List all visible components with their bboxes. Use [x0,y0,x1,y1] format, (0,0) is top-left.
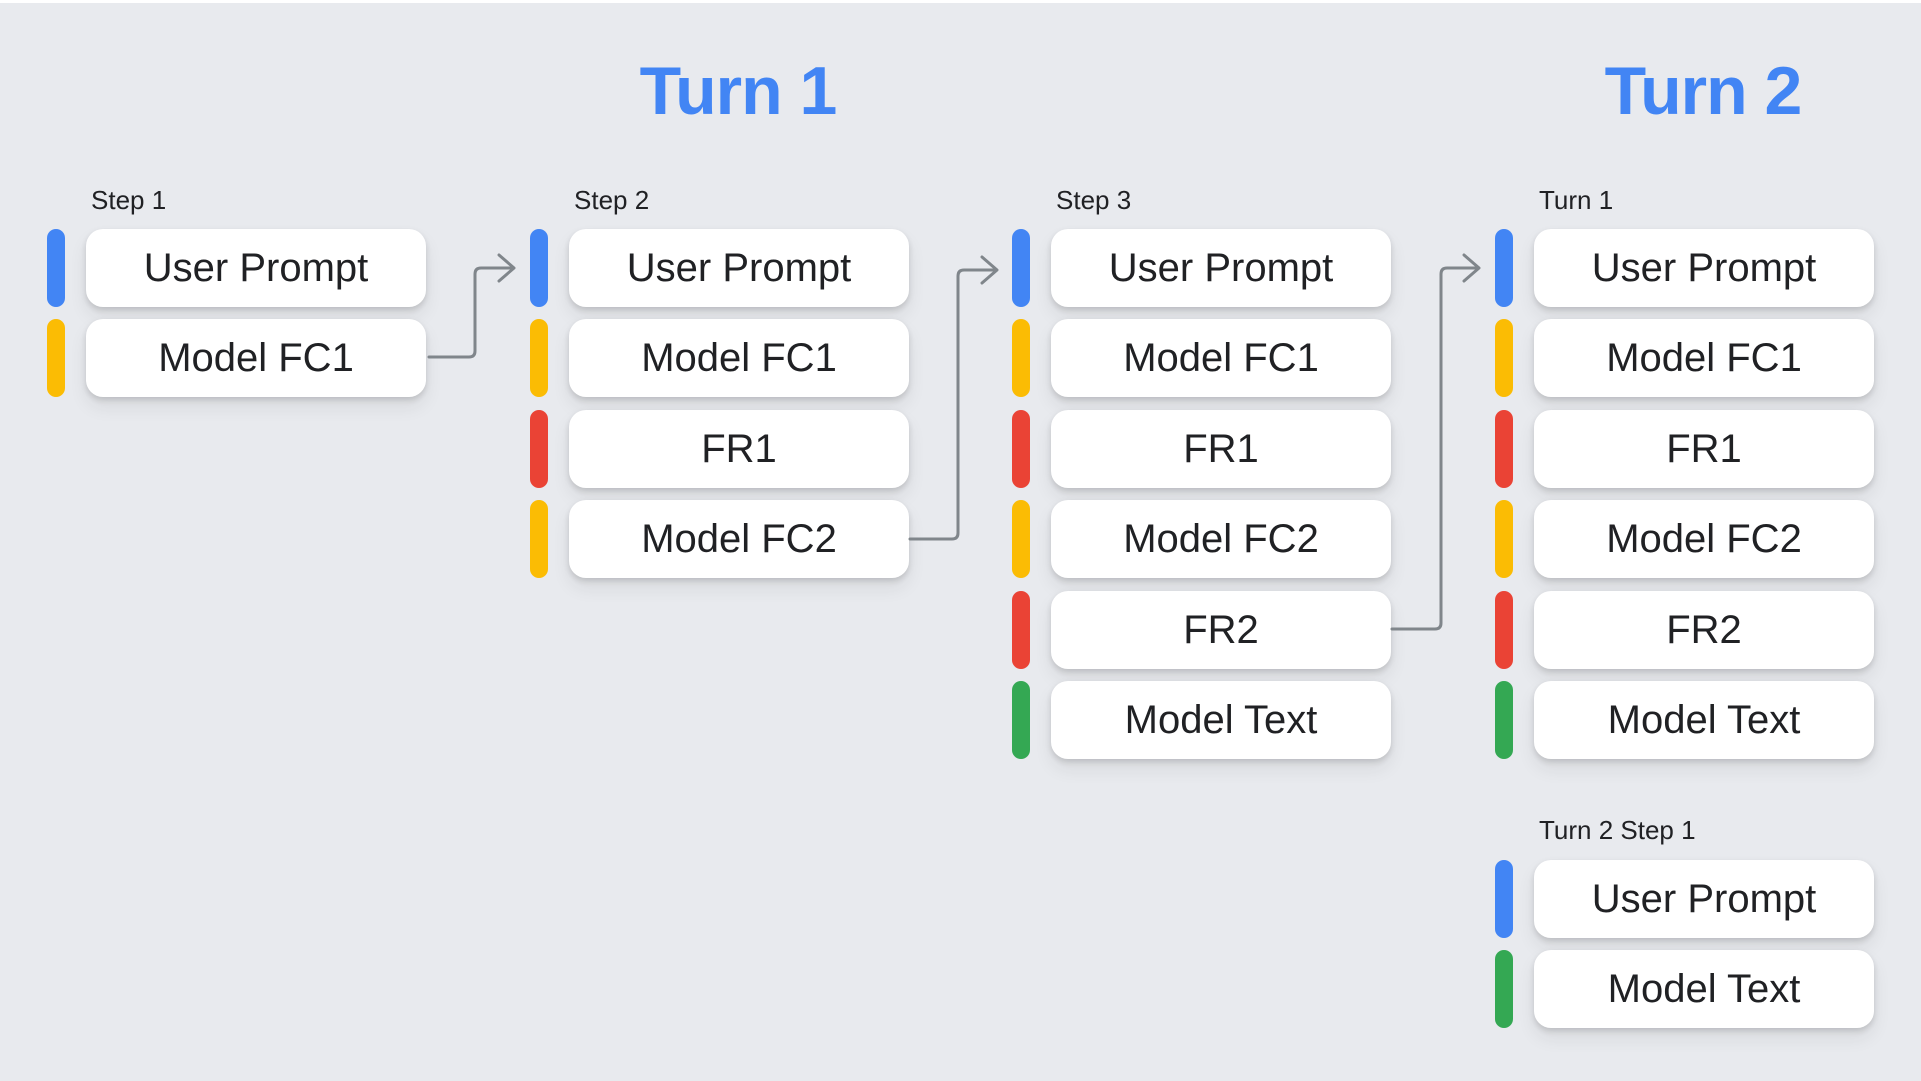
row-model-fc2: Model FC2 [1012,500,1391,578]
row-fr2: FR2 [1495,591,1874,669]
group-step3: Step 3 User Prompt Model FC1 FR1 Model F… [1012,0,1412,1081]
model-text-indicator [1495,950,1513,1028]
arrow-step1-to-step2-head [497,253,516,283]
row-fr1: FR1 [1012,410,1391,488]
model-fc-indicator [530,319,548,397]
row-model-fc1: Model FC1 [47,319,426,397]
row-model-text: Model Text [1495,950,1874,1028]
top-edge-strip [0,0,1921,3]
user-prompt-indicator [530,229,548,307]
row-user-prompt: User Prompt [530,229,909,307]
arrow-step2-to-step3-head [980,255,999,285]
group-step1: Step 1 User Prompt Model FC1 [47,0,447,1081]
group-turn1-history: Turn 1 User Prompt Model FC1 FR1 Model F… [1495,0,1895,1081]
card-model-fc1: Model FC1 [1534,319,1874,397]
group-turn1-history-label: Turn 1 [1539,185,1614,215]
group-turn2-step1-label: Turn 2 Step 1 [1539,815,1696,845]
model-fc-indicator [47,319,65,397]
row-model-fc2: Model FC2 [530,500,909,578]
model-fc-indicator [1495,319,1513,397]
function-response-indicator [1495,591,1513,669]
group-step3-label: Step 3 [1056,185,1132,215]
card-model-fc1: Model FC1 [569,319,909,397]
row-model-text: Model Text [1495,681,1874,759]
model-fc-indicator [1495,500,1513,578]
user-prompt-indicator [1012,229,1030,307]
card-user-prompt: User Prompt [1534,229,1874,307]
card-fr2: FR2 [1051,591,1391,669]
function-response-indicator [1495,410,1513,488]
row-model-fc1: Model FC1 [1495,319,1874,397]
card-model-text: Model Text [1534,950,1874,1028]
card-model-fc2: Model FC2 [569,500,909,578]
card-fr1: FR1 [1051,410,1391,488]
group-step2-label: Step 2 [574,185,650,215]
arrow-step3-to-turn2-head [1462,253,1481,283]
card-fr1: FR1 [1534,410,1874,488]
row-user-prompt: User Prompt [1012,229,1391,307]
card-model-fc2: Model FC2 [1051,500,1391,578]
row-model-fc2: Model FC2 [1495,500,1874,578]
row-user-prompt: User Prompt [1495,229,1874,307]
group-step2: Step 2 User Prompt Model FC1 FR1 Model F… [530,0,930,1081]
card-model-text: Model Text [1534,681,1874,759]
function-response-indicator [1012,410,1030,488]
user-prompt-indicator [47,229,65,307]
user-prompt-indicator [1495,229,1513,307]
row-model-fc1: Model FC1 [1012,319,1391,397]
row-model-text: Model Text [1012,681,1391,759]
card-user-prompt: User Prompt [569,229,909,307]
card-model-text: Model Text [1051,681,1391,759]
card-fr1: FR1 [569,410,909,488]
card-user-prompt: User Prompt [1534,860,1874,938]
user-prompt-indicator [1495,860,1513,938]
card-model-fc1: Model FC1 [1051,319,1391,397]
card-user-prompt: User Prompt [1051,229,1391,307]
row-fr2: FR2 [1012,591,1391,669]
function-response-indicator [1012,591,1030,669]
row-model-fc1: Model FC1 [530,319,909,397]
group-turn2-step1: Turn 2 Step 1 User Prompt Model Text [1495,0,1895,1081]
row-fr1: FR1 [530,410,909,488]
card-fr2: FR2 [1534,591,1874,669]
model-fc-indicator [1012,319,1030,397]
function-response-indicator [530,410,548,488]
card-model-fc2: Model FC2 [1534,500,1874,578]
row-fr1: FR1 [1495,410,1874,488]
turn2-title: Turn 2 [1604,53,1803,129]
card-model-fc1: Model FC1 [86,319,426,397]
row-user-prompt: User Prompt [47,229,426,307]
model-text-indicator [1012,681,1030,759]
row-user-prompt: User Prompt [1495,860,1874,938]
model-fc-indicator [1012,500,1030,578]
group-step1-label: Step 1 [91,185,167,215]
model-fc-indicator [530,500,548,578]
card-user-prompt: User Prompt [86,229,426,307]
model-text-indicator [1495,681,1513,759]
turn1-title: Turn 1 [639,53,838,129]
